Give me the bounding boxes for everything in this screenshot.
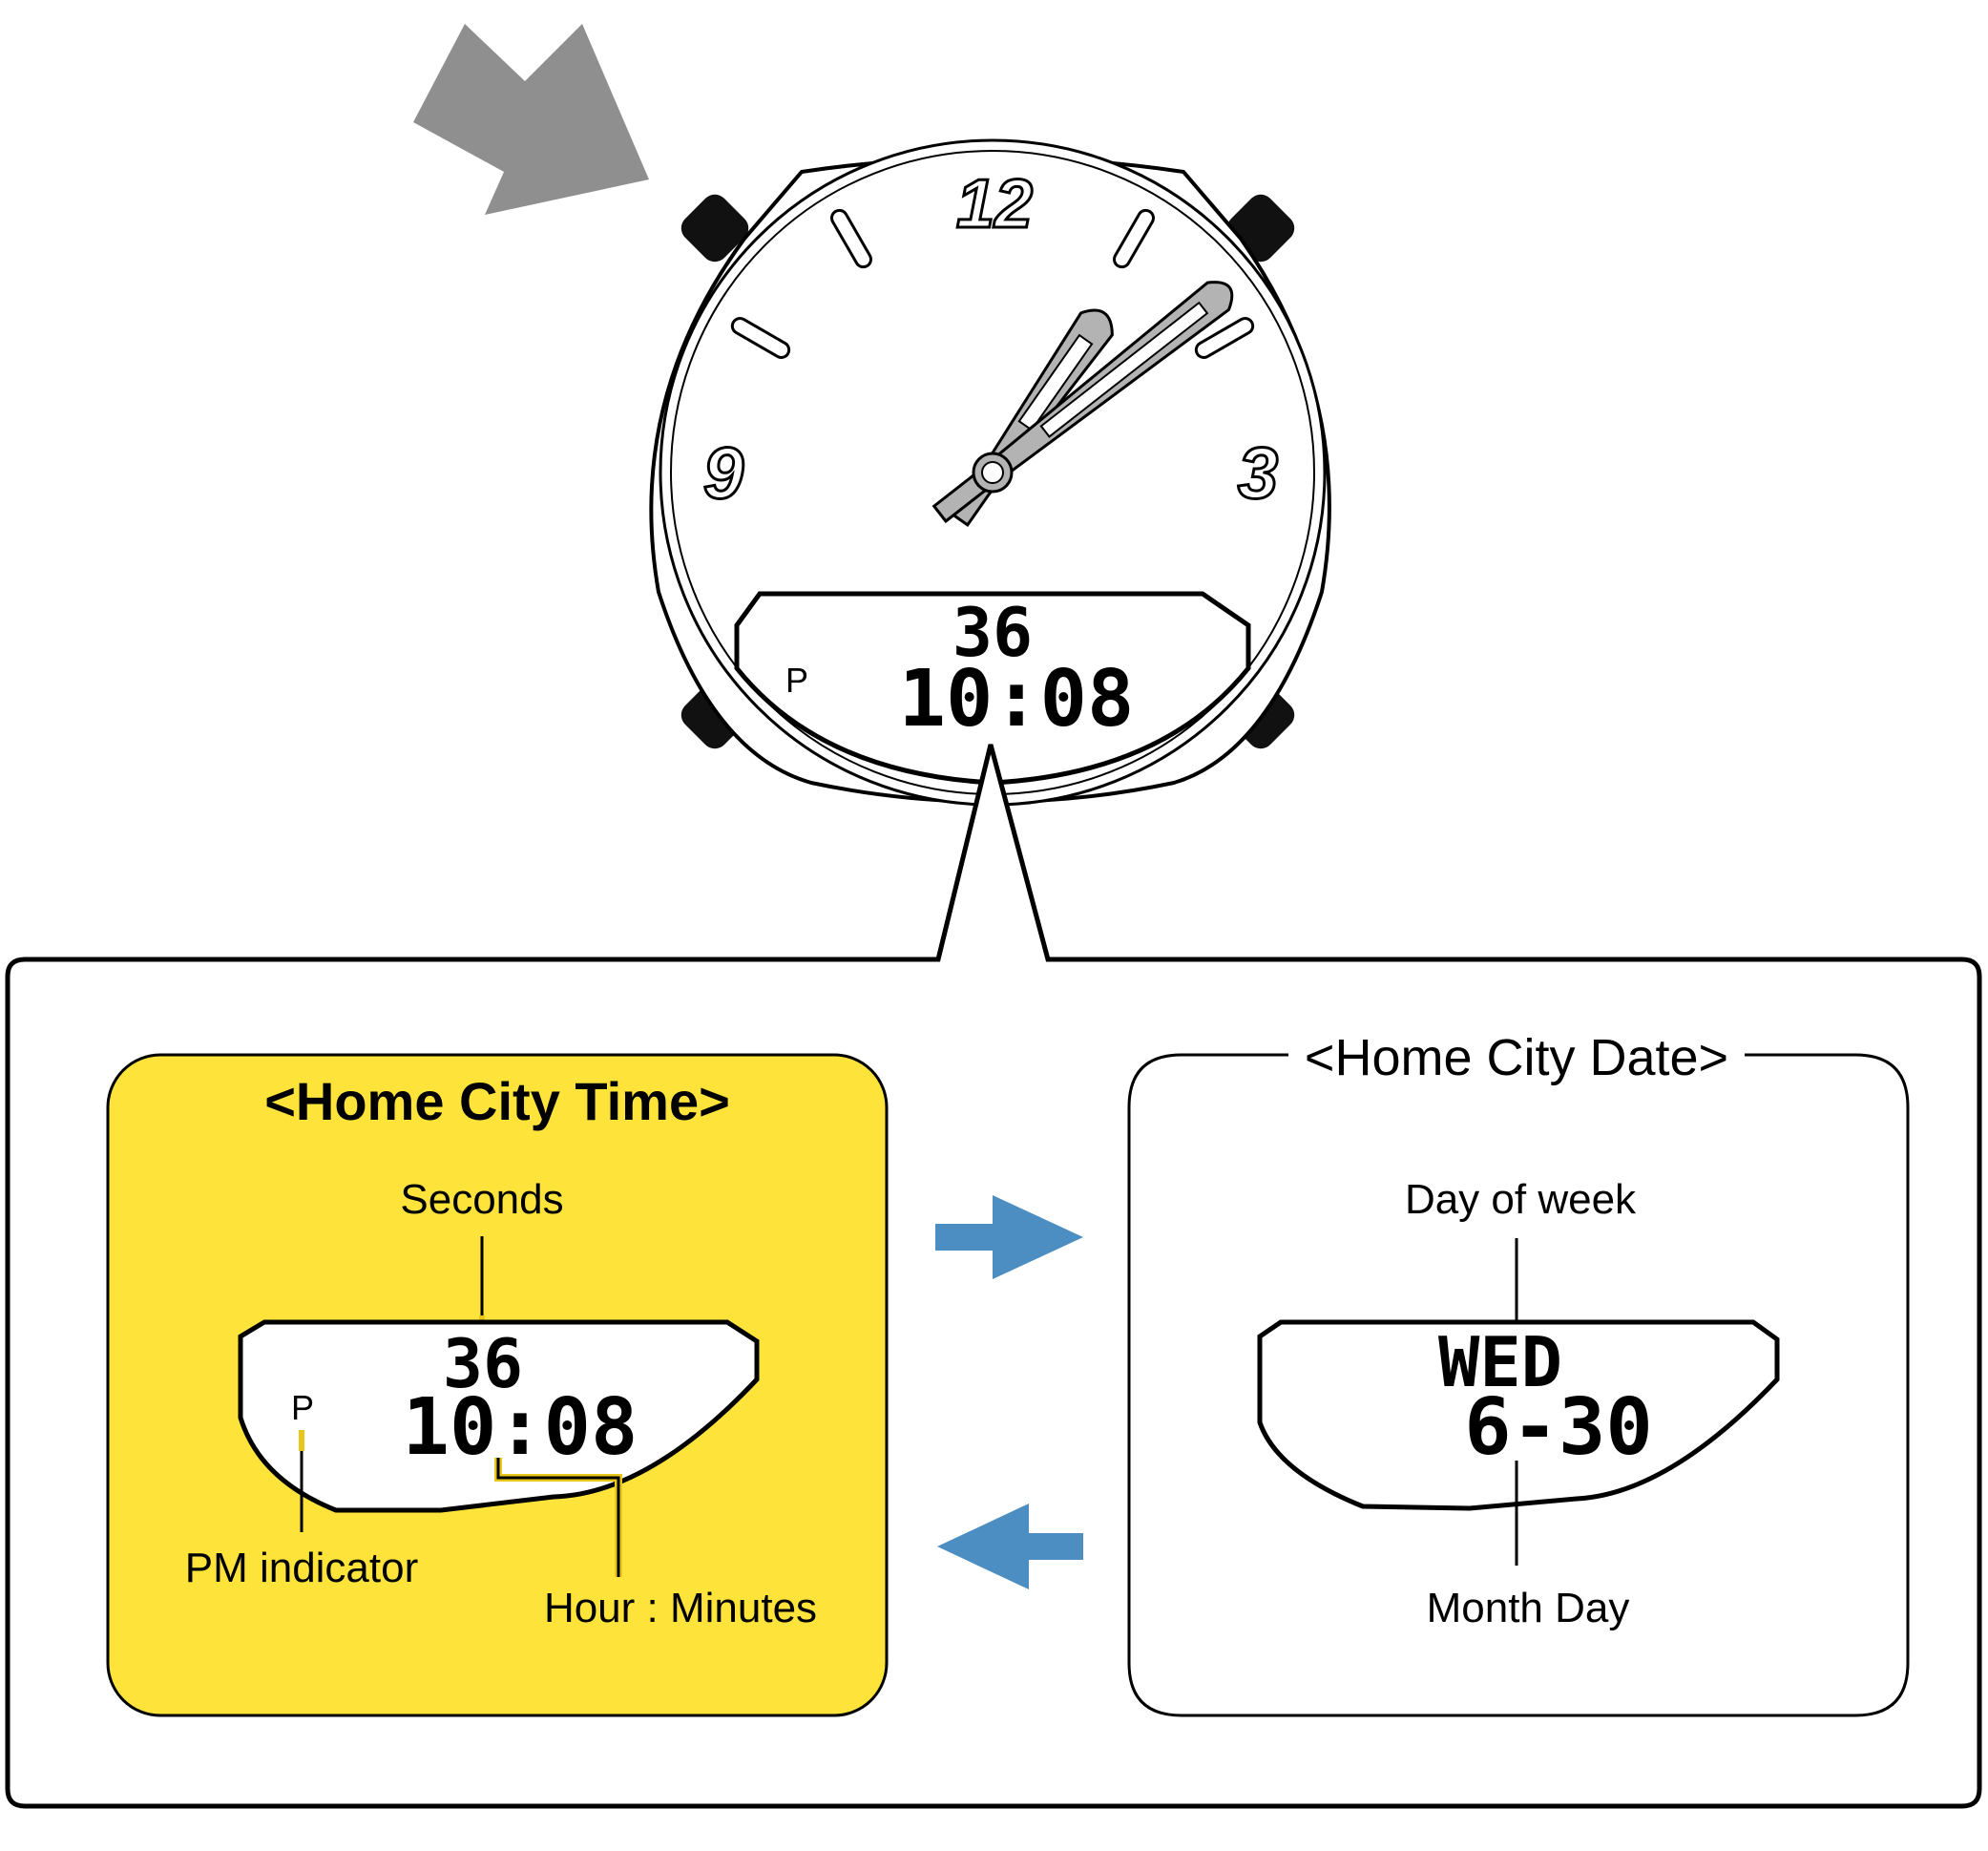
watch-lcd-pm: P: [785, 661, 808, 700]
seconds-label: Seconds: [400, 1176, 563, 1223]
home-city-date-lcd-day: WED: [1438, 1322, 1562, 1402]
home-city-date-panel[interactable]: <Home City Date> Day of week WED 6-30 Mo…: [1127, 1029, 1910, 1717]
home-city-time-title: <Home City Time>: [264, 1071, 730, 1131]
button-upper-left[interactable]: [676, 189, 754, 267]
home-city-date-lcd-date: 6-30: [1464, 1382, 1652, 1473]
hour-minutes-leader-line: [496, 1458, 620, 1577]
home-city-time-lcd-pm: P: [291, 1388, 314, 1427]
arrow-left-icon: [937, 1504, 1083, 1589]
home-city-date-title: <Home City Date>: [1305, 1029, 1728, 1086]
home-city-time-panel[interactable]: <Home City Time> Seconds 36 P 10:08 PM i…: [106, 1053, 889, 1717]
dial-marker-1: [1113, 208, 1155, 269]
watch-case: 12 9 3 36 P 10:08: [649, 138, 1331, 807]
dial-marker-2: [1194, 317, 1255, 359]
arrow-right-icon: [935, 1195, 1083, 1279]
pm-indicator-label: PM indicator: [185, 1545, 419, 1591]
day-of-week-label: Day of week: [1405, 1176, 1637, 1223]
watch-lcd-seconds: 36: [952, 594, 1033, 672]
month-day-label: Month Day: [1427, 1585, 1630, 1631]
home-city-date-lcd-window: [1257, 1319, 1780, 1511]
home-city-time-lcd-window: [238, 1319, 760, 1513]
dial-marker-11: [830, 208, 872, 269]
dial-marker-10: [730, 317, 791, 359]
hour-minutes-label: Hour : Minutes: [544, 1585, 817, 1631]
dial-numeral-12: 12: [956, 166, 1033, 242]
home-city-time-lcd-seconds: 36: [443, 1325, 523, 1403]
button-press-arrow-icon: [413, 24, 649, 215]
home-city-date-panel-frame: [1127, 1053, 1910, 1717]
dial-numeral-3: 3: [1238, 433, 1278, 515]
hands-center-cap: [981, 461, 1004, 484]
watch-lcd-time: 10:08: [899, 654, 1135, 745]
home-city-time-lcd-time: 10:08: [403, 1382, 638, 1473]
dial-numeral-9: 9: [703, 433, 743, 515]
